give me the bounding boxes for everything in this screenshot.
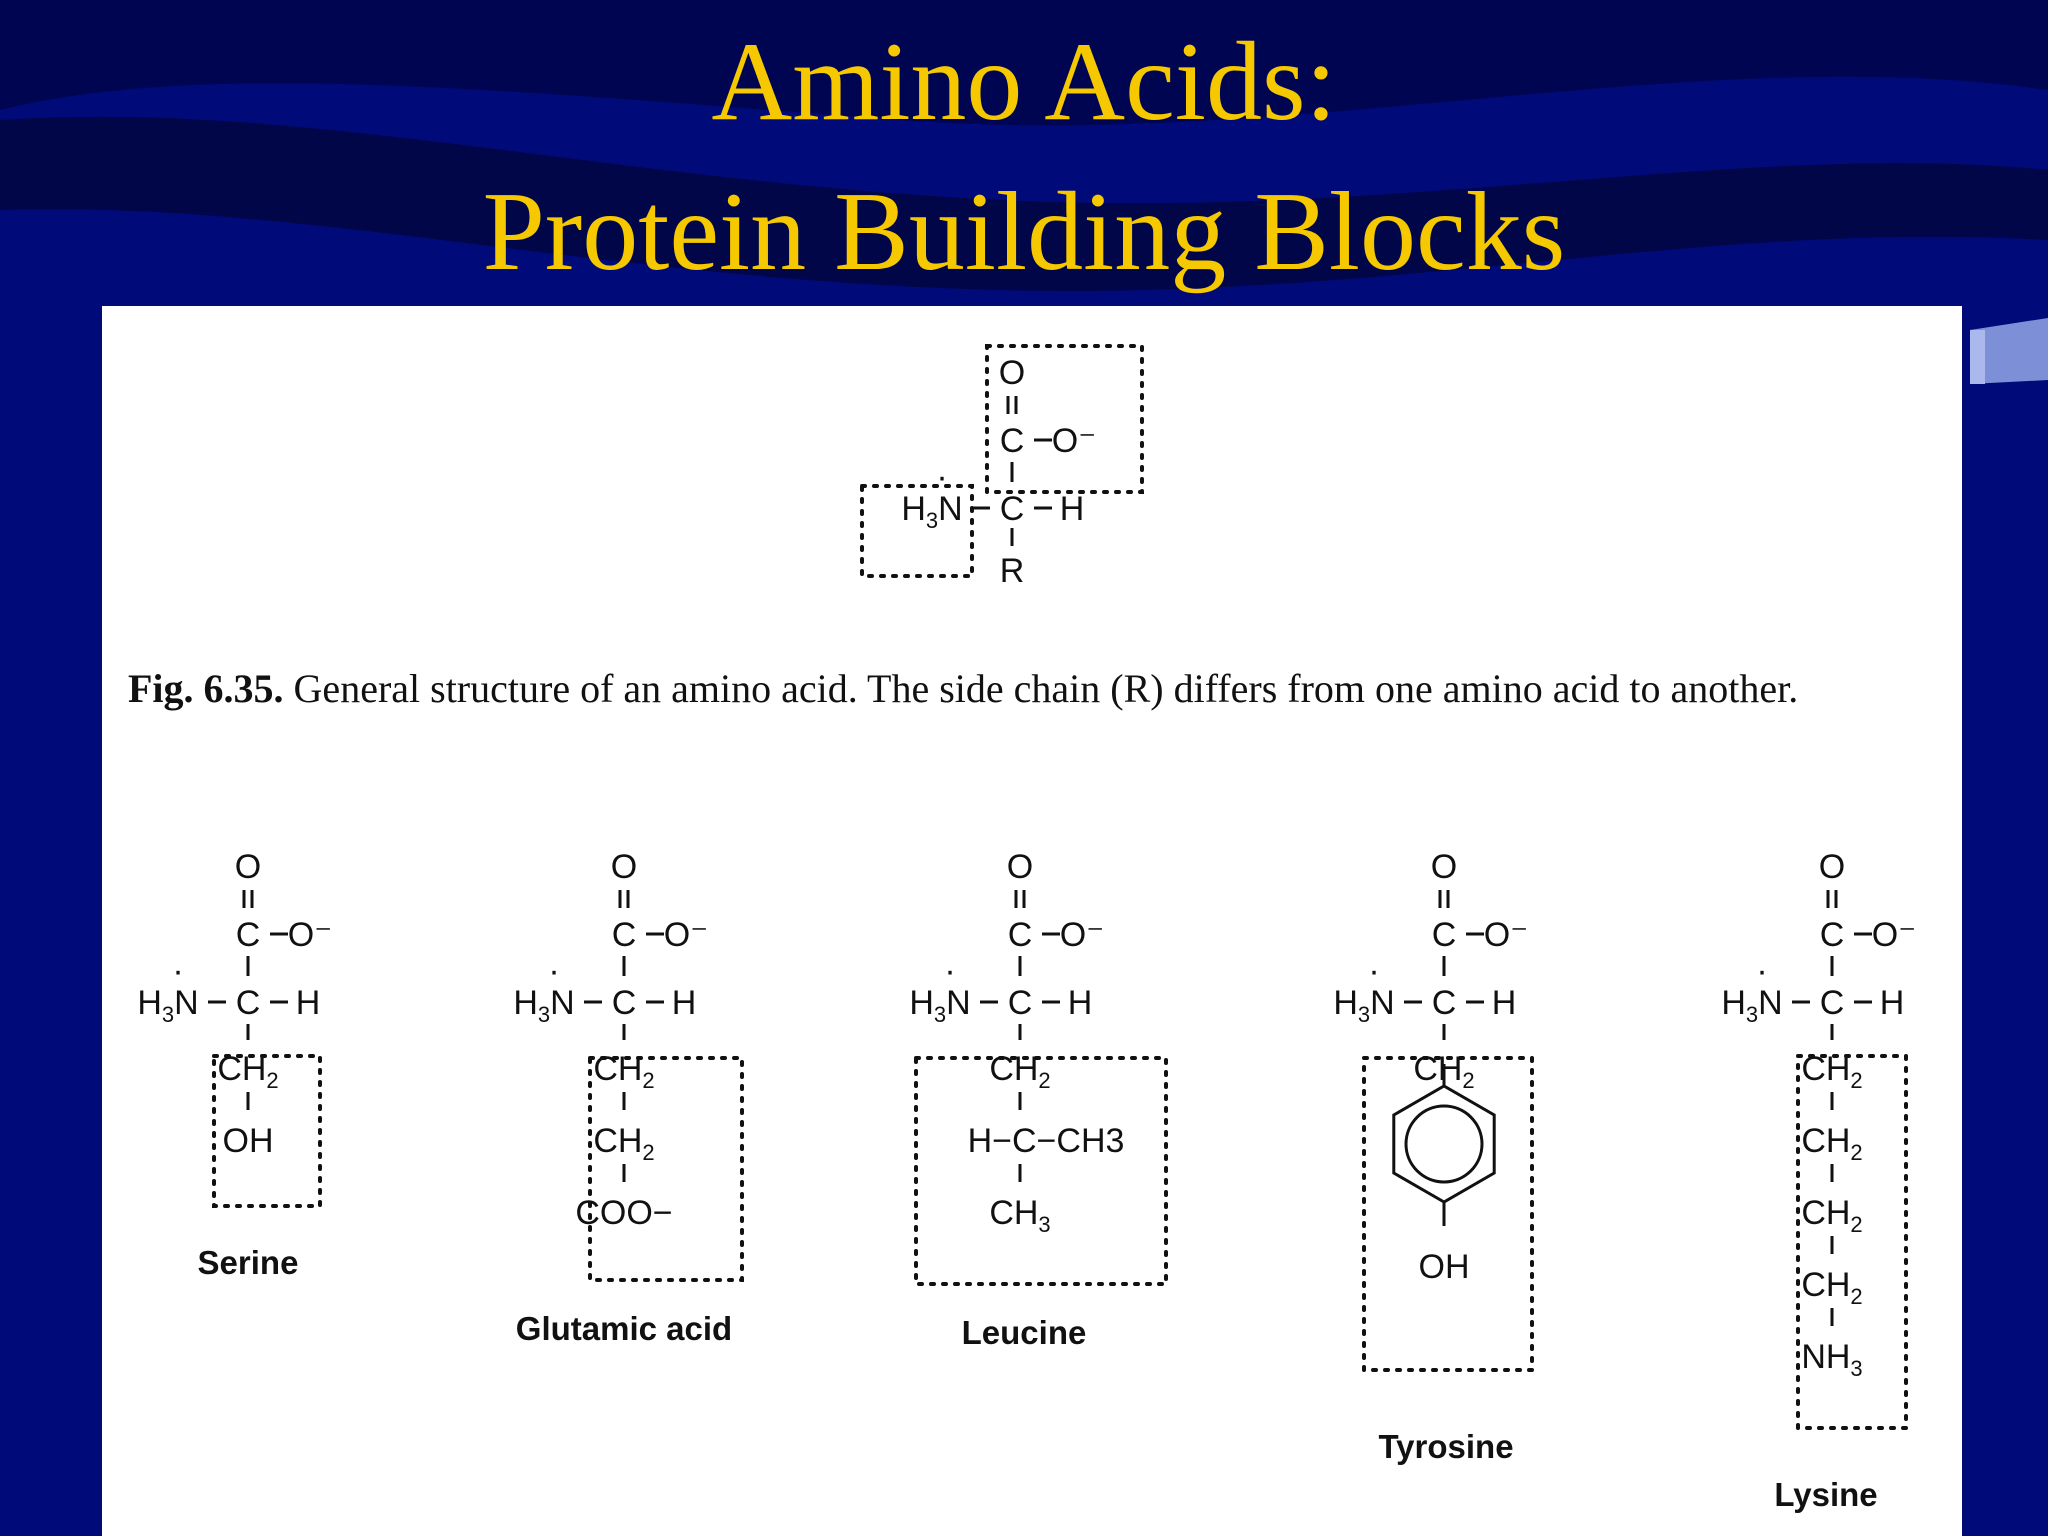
tyrosine-amine-charge: · <box>1368 952 1379 990</box>
slide-title-line2: Protein Building Blocks <box>482 170 1566 294</box>
general-amine: H3N <box>901 490 962 533</box>
lysine-hydrogen: H <box>1880 984 1905 1022</box>
carboxyl-group-box <box>985 344 1144 494</box>
serine-hydrogen: H <box>296 984 321 1022</box>
caption-label: Fig. 6.35. <box>128 666 284 711</box>
slide-title-line1: Amino Acids: <box>711 20 1337 144</box>
general-alpha-carbon: C <box>1000 490 1025 528</box>
serine-carboxyl-carbon: C <box>236 916 261 954</box>
figure-caption: Fig. 6.35. General structure of an amino… <box>128 658 1938 720</box>
tyrosine-amine: H3N <box>1333 984 1394 1027</box>
glutamic-acid-side-group-1: CH2 <box>593 1050 654 1093</box>
figure-panel: Fig. 6.35. General structure of an amino… <box>102 306 1962 1536</box>
leucine-name: Leucine <box>962 1314 1087 1351</box>
leucine-amine: H3N <box>909 984 970 1027</box>
caption-text: General structure of an amino acid. The … <box>293 666 1799 711</box>
general-r-group: R <box>1000 552 1025 590</box>
leucine-carboxylate-oxygen: O⁻ <box>1060 916 1104 954</box>
glutamic-acid-carboxyl-carbon: C <box>612 916 637 954</box>
leucine-hydrogen: H <box>1068 984 1093 1022</box>
serine-carboxylate-oxygen: O⁻ <box>288 916 332 954</box>
leucine-side-group-1: CH2 <box>989 1050 1050 1093</box>
glutamic-acid-amine-charge: · <box>548 952 559 990</box>
tyrosine-side-group-3: OH <box>1419 1248 1470 1286</box>
general-carboxyl-carbon: C <box>1000 422 1025 460</box>
tyrosine-alpha-carbon: C <box>1432 984 1457 1022</box>
lysine-oxygen: O <box>1819 848 1845 886</box>
glutamic-acid-side-group-2: CH2 <box>593 1122 654 1165</box>
lysine-side-group-2: CH2 <box>1801 1122 1862 1165</box>
tyrosine-hydrogen: H <box>1492 984 1517 1022</box>
general-hydrogen: H <box>1060 490 1085 528</box>
serine-name: Serine <box>198 1244 299 1281</box>
leucine-amine-charge: · <box>944 952 955 990</box>
tyrosine-carboxyl-carbon: C <box>1432 916 1457 954</box>
lysine-name: Lysine <box>1774 1476 1877 1513</box>
tyrosine-name: Tyrosine <box>1378 1428 1513 1465</box>
leucine-side-group-2: H−C−CH3 <box>968 1122 1125 1160</box>
serine-amine-charge: · <box>172 952 183 990</box>
lysine-carboxylate-oxygen: O⁻ <box>1872 916 1916 954</box>
tyrosine-aromatic-circle <box>1404 1104 1484 1184</box>
serine-side-group-2: OH <box>223 1122 274 1160</box>
lysine-side-group-4: CH2 <box>1801 1266 1862 1309</box>
lysine-side-group-3: CH2 <box>1801 1194 1862 1237</box>
serine-amine: H3N <box>137 984 198 1027</box>
glutamic-acid-amine: H3N <box>513 984 574 1027</box>
glutamic-side-chain-box <box>588 1056 744 1282</box>
leucine-carboxyl-carbon: C <box>1008 916 1033 954</box>
serine-side-group-1: CH2 <box>217 1050 278 1093</box>
serine-alpha-carbon: C <box>236 984 261 1022</box>
leucine-alpha-carbon: C <box>1008 984 1033 1022</box>
serine-side-chain-box <box>212 1054 322 1208</box>
general-carboxylate-oxygen: O⁻ <box>1052 422 1096 460</box>
tyrosine-carboxylate-oxygen: O⁻ <box>1484 916 1528 954</box>
serine-oxygen: O <box>235 848 261 886</box>
general-oxygen: O <box>999 354 1025 392</box>
lysine-side-group-1: CH2 <box>1801 1050 1862 1093</box>
leucine-side-chain-box <box>914 1056 1168 1286</box>
leucine-side-group-3: CH3 <box>989 1194 1050 1237</box>
glutamic-acid-alpha-carbon: C <box>612 984 637 1022</box>
glutamic-acid-side-group-3: COO− <box>575 1194 672 1232</box>
amine-group-box <box>860 484 974 578</box>
tyrosine-benzene-ring <box>1392 1084 1496 1204</box>
lysine-amine: H3N <box>1721 984 1782 1027</box>
glutamic-acid-carboxylate-oxygen: O⁻ <box>664 916 708 954</box>
lysine-side-group-5: NH3 <box>1801 1338 1862 1381</box>
lysine-carboxyl-carbon: C <box>1820 916 1845 954</box>
tyrosine-oxygen: O <box>1431 848 1457 886</box>
lysine-alpha-carbon: C <box>1820 984 1845 1022</box>
lysine-amine-charge: · <box>1756 952 1767 990</box>
tyrosine-side-chain-box <box>1362 1056 1534 1372</box>
glutamic-acid-oxygen: O <box>611 848 637 886</box>
glutamic-acid-hydrogen: H <box>672 984 697 1022</box>
glutamic-acid-name: Glutamic acid <box>516 1310 732 1347</box>
leucine-oxygen: O <box>1007 848 1033 886</box>
general-amine-charge: · <box>936 458 947 496</box>
